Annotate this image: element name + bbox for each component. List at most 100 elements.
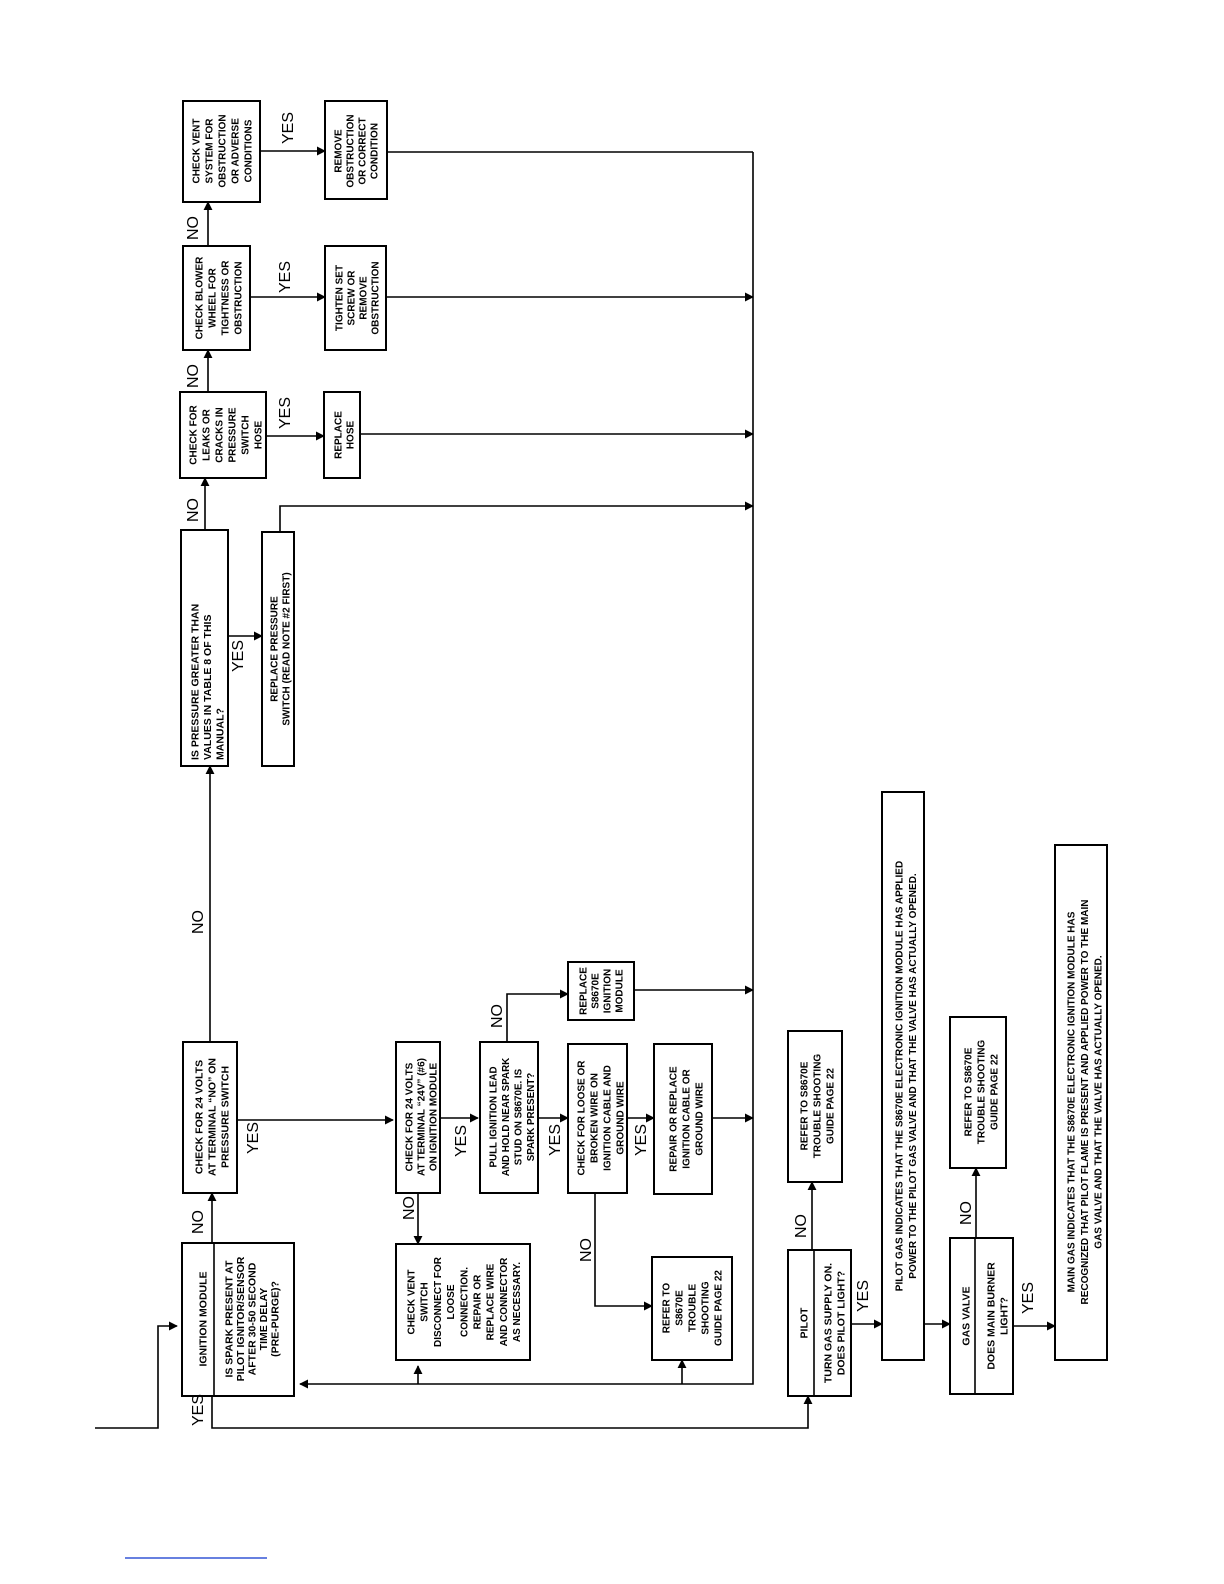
box-main-gas-note <box>1054 844 1108 1361</box>
return-replace-ps <box>279 501 754 532</box>
pressure-question-text-line-3: MANUAL? <box>215 708 227 760</box>
box-gas-valve <box>949 1237 1014 1395</box>
ignition-title-line-1: IGNITION MODULE <box>198 1271 210 1366</box>
remove-obstruction-text-line-2: OBSTRUCTION <box>346 114 357 187</box>
pilot-gas-note-text-line-2: POWER TO THE PILOT GAS VALVE AND THAT TH… <box>908 873 919 1279</box>
check-vent-switch-text-line-2: SWITCH <box>420 1282 431 1321</box>
box-replace-pressure-switch <box>261 531 295 767</box>
pull-lead-text-line-3: STUD ON S8670E. IS <box>513 1068 524 1165</box>
refer-2-text-line-3: GUIDE PAGE 22 <box>826 1068 837 1144</box>
box-pressure-question <box>180 529 229 767</box>
entry-line <box>95 1321 178 1429</box>
yes-label-15: YES <box>547 1124 564 1156</box>
remove-obstruction-text-line-4: CONDITION <box>370 123 381 179</box>
replace-hose-text-line-1: REPLACE <box>334 411 345 459</box>
replace-module-text-line-3: IGNITION <box>603 969 614 1013</box>
check-leaks-text-line-2: LEAKS OR <box>202 408 213 460</box>
refer-1-text-line-5: GUIDE PAGE 22 <box>714 1270 725 1346</box>
yes-no-label-layer: YESNONOYESNOYESNOYESNOYESYESNOYESNOYESNO… <box>185 112 1037 1426</box>
refer-3-text-line-1: REFER TO S8670E <box>964 1047 975 1136</box>
box-repair <box>653 1043 713 1195</box>
pilot-title: PILOT <box>799 1307 811 1339</box>
box-check-24v-no <box>182 1041 238 1194</box>
yes-label-11: YES <box>280 112 297 144</box>
check-vent-system-text-line-3: OBSTRUCTION <box>218 114 229 187</box>
check-24v-no-text-line-1: CHECK FOR 24 VOLTS <box>194 1060 206 1174</box>
box-check-blower <box>182 245 251 351</box>
yes-label-17: YES <box>633 1124 650 1156</box>
check-vent-switch-text-line-6: REPAIR OR <box>473 1274 484 1330</box>
pull-lead-text-line-1: PULL IGNITION LEAD <box>488 1066 499 1167</box>
gas-valve-question-line-2: LIGHT? <box>999 1297 1011 1335</box>
check-vent-switch-text-line-4: LOOSE <box>446 1284 457 1319</box>
return-bus <box>299 152 754 1389</box>
box-refer-2 <box>787 1030 843 1183</box>
yes-label-8: YES <box>277 397 294 429</box>
check-vent-system-text-line-5: CONDITIONS <box>244 119 255 182</box>
tighten-text-line-2: SCREW OR <box>347 270 358 326</box>
yes-label-21: YES <box>1020 1282 1037 1314</box>
box-pull-lead <box>479 1041 539 1194</box>
no-label-9: NO <box>185 216 202 240</box>
gas-valve-question-line-1: DOES MAIN BURNER <box>986 1262 998 1370</box>
ignition-question-line-5: (PRE-PURGE)? <box>270 1281 282 1357</box>
yes-label-10: YES <box>277 261 294 293</box>
refer-1-text-line-1: REFER TO <box>662 1283 673 1334</box>
check-blower-text-line-1: CHECK BLOWER <box>195 256 206 340</box>
no-label-16: NO <box>578 1238 595 1262</box>
refer-3-text-line-2: TROUBLE SHOOTING <box>977 1040 988 1145</box>
tighten-text-line-1: TIGHTEN SET <box>335 265 346 331</box>
box-check-leaks <box>179 391 267 479</box>
check-loose-text-line-1: CHECK FOR LOOSE OR <box>577 1060 588 1176</box>
check-vent-switch-text-line-1: CHECK VENT <box>407 1269 418 1334</box>
connectors <box>95 146 1056 1559</box>
check-vent-system-text-line-2: SYSTEM FOR <box>205 118 216 184</box>
pilot-title-line-1: PILOT <box>799 1307 811 1339</box>
tighten-text-line-3: REMOVE <box>359 276 370 320</box>
box-pilot-gas-note <box>881 791 925 1361</box>
no-label-5: NO <box>185 498 202 522</box>
pilot-question: TURN GAS SUPPLY ON.DOES PILOT LIGHT? <box>823 1263 848 1383</box>
no-label-12: NO <box>401 1196 418 1220</box>
check-blower-text-line-3: TIGHTNESS OR <box>221 260 232 336</box>
check-24v-module-text-line-1: CHECK FOR 24 VOLTS <box>405 1062 416 1171</box>
replace-module-text-line-1: REPLACE <box>579 967 590 1015</box>
check-vent-system-text-line-4: OR ADVERSE <box>231 118 242 184</box>
yes-label-4: YES <box>245 1122 262 1154</box>
check-24v-module-text-line-2: AT TERMINAL “24V” (#6) <box>417 1058 428 1176</box>
box-ignition-module <box>181 1242 295 1397</box>
check-blower-text-line-2: WHEEL FOR <box>208 267 219 328</box>
refer-2-text-line-2: TROUBLE SHOOTING <box>813 1054 824 1159</box>
box-refer-1 <box>651 1256 733 1361</box>
pilot-question-line-2: DOES PILOT LIGHT? <box>836 1271 848 1375</box>
refer-2-text-line-1: REFER TO S8670E <box>800 1061 811 1150</box>
yes-label-13: YES <box>453 1125 470 1157</box>
main-gas-note-text-line-3: GAS VALVE AND THAT THE VALVE HAS ACTUALL… <box>1094 955 1105 1249</box>
check-vent-switch-text-line-8: AND CONNECTOR <box>499 1257 510 1346</box>
box-replace-hose <box>323 391 361 479</box>
box-tighten <box>324 245 387 351</box>
box-check-vent-system <box>182 100 261 203</box>
box-replace-module <box>567 961 635 1021</box>
pull-lead-text-line-4: SPARK PRESENT? <box>526 1073 537 1162</box>
pull-lead-text-line-2: AND HOLD NEAR SPARK <box>501 1058 512 1176</box>
no-label-20: NO <box>958 1201 975 1225</box>
refer-1-text-line-3: TROUBLE <box>688 1284 699 1333</box>
box-refer-3 <box>949 1016 1007 1169</box>
check-vent-switch-text-line-9: AS NECESSARY. <box>512 1262 523 1342</box>
check-24v-no-text-line-2: AT TERMINAL “NO” ON <box>207 1058 219 1176</box>
replace-module-text-line-4: MODULE <box>615 969 626 1013</box>
